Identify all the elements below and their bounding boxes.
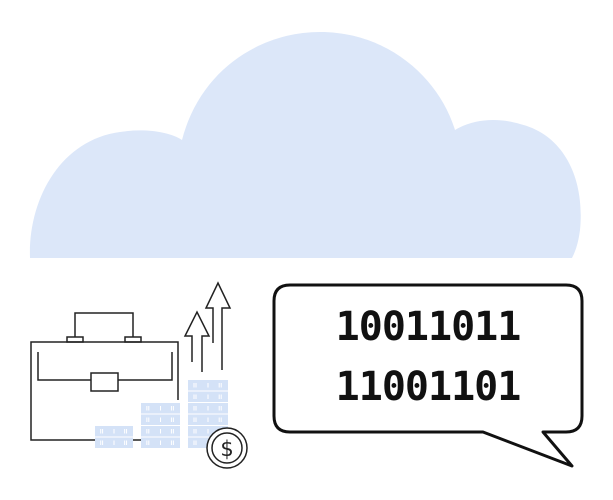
speech-bubble: 10011011 11001101 bbox=[272, 283, 584, 468]
cloud-shape bbox=[29, 32, 581, 258]
briefcase-icon bbox=[30, 312, 179, 441]
binary-line-1: 10011011 bbox=[336, 304, 521, 350]
dollar-symbol: $ bbox=[220, 437, 233, 461]
growth-arrows-icon bbox=[183, 281, 232, 372]
dollar-coin-icon: $ bbox=[206, 427, 248, 469]
coin-stacks-icon bbox=[95, 380, 228, 448]
binary-line-2: 11001101 bbox=[336, 364, 521, 410]
